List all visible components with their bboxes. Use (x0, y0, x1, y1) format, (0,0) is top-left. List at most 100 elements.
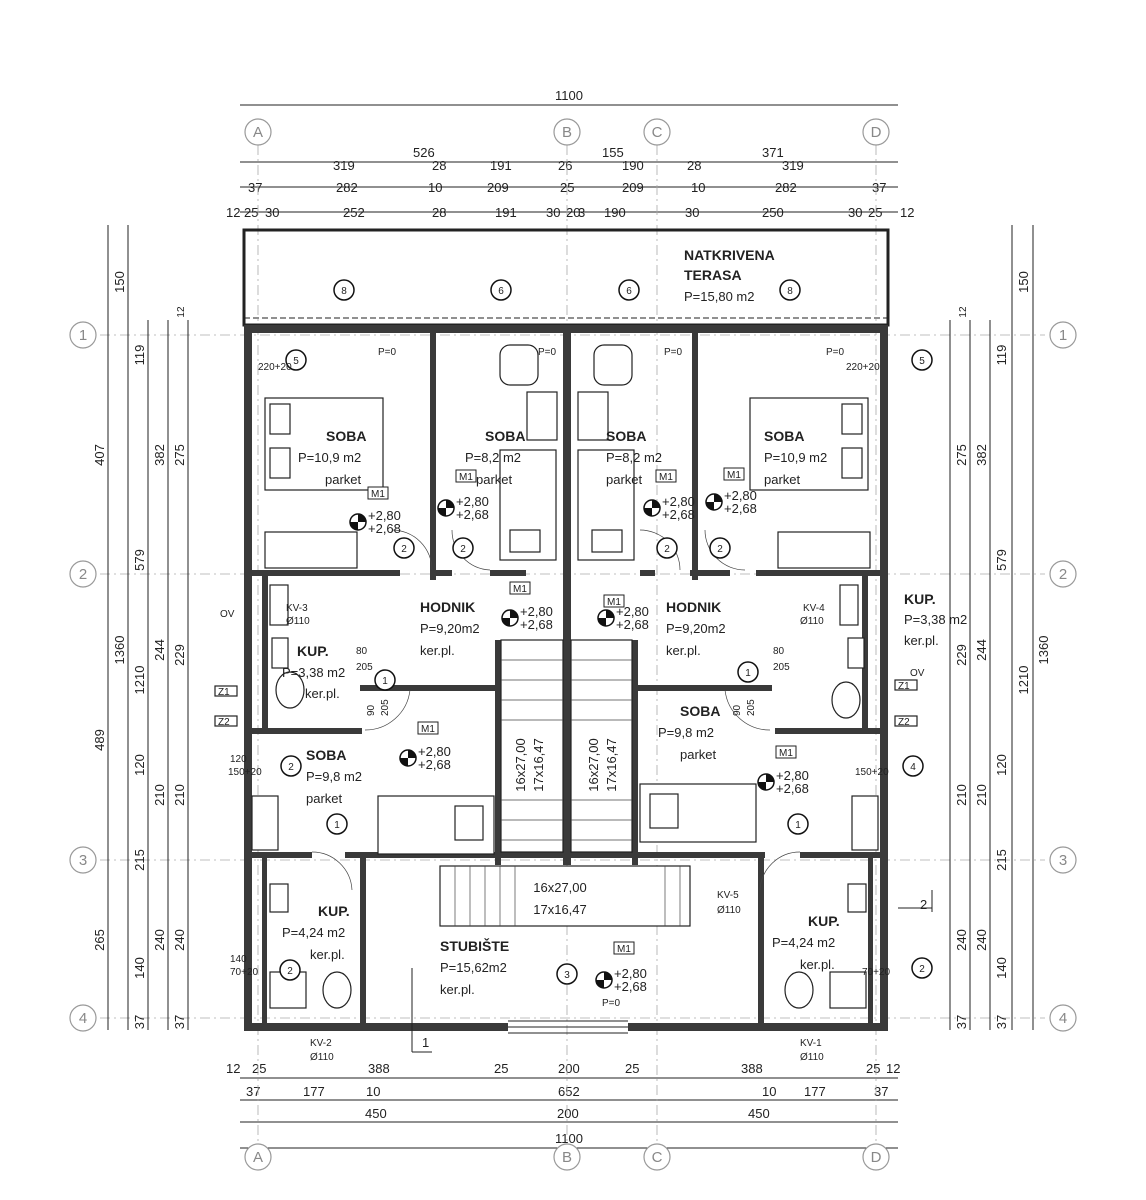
svg-text:2: 2 (79, 566, 87, 583)
dim-b3-1: 450 (365, 1106, 387, 1121)
level-marker: M1+2,80+2,68 (597, 594, 649, 632)
label-bedroom-ne: SOBA P=10,9 m2 parket (764, 428, 827, 487)
svg-text:120: 120 (994, 754, 1009, 776)
dim-b3-3: 450 (748, 1106, 770, 1121)
toilet-bath-e (831, 637, 865, 719)
svg-text:2: 2 (920, 897, 927, 912)
symbol-bubble: 5 (911, 349, 933, 371)
svg-text:P=10,9 m2: P=10,9 m2 (298, 450, 361, 465)
svg-text:B: B (562, 124, 572, 141)
svg-text:80: 80 (356, 646, 368, 657)
axis-4-left: 4 (69, 1004, 97, 1032)
chair-n-right (593, 344, 633, 386)
svg-text:140: 140 (132, 957, 147, 979)
level-marker-height-top: +2,80 (456, 494, 489, 509)
dim-r4-3: 30 (265, 205, 279, 220)
label-bedroom-n-right: SOBA P=8,2 m2 parket (606, 428, 662, 487)
svg-text:120: 120 (132, 754, 147, 776)
symbol-bubble-label: 2 (288, 762, 294, 773)
svg-text:ker.pl.: ker.pl. (800, 957, 835, 972)
svg-text:1210: 1210 (132, 666, 147, 695)
dim-b1-7: 388 (741, 1061, 763, 1076)
level-marker: M1+2,80+2,68 (349, 486, 401, 536)
svg-text:210: 210 (152, 784, 167, 806)
svg-text:407: 407 (92, 444, 107, 466)
svg-text:Ø110: Ø110 (286, 616, 310, 627)
axis-2-left: 2 (69, 560, 97, 588)
symbol-bubble: 2 (656, 537, 678, 559)
level-marker-height-top: +2,80 (418, 744, 451, 759)
svg-text:119: 119 (132, 345, 147, 366)
axis-2-right: 2 (1049, 560, 1077, 588)
level-marker: M1+2,80+2,68 (705, 467, 757, 516)
left-dimensions (107, 225, 189, 1030)
dim-b2-5: 10 (762, 1084, 776, 1099)
level-marker-tag: M1 (617, 944, 631, 955)
svg-text:Ø110: Ø110 (800, 616, 824, 627)
svg-text:ker.pl.: ker.pl. (305, 686, 340, 701)
svg-text:229: 229 (954, 644, 969, 666)
stairs-right-label-2: 17x16,47 (604, 738, 619, 792)
axis-3-right: 3 (1049, 846, 1077, 874)
svg-text:2: 2 (1059, 566, 1067, 583)
svg-text:Z2: Z2 (218, 717, 230, 728)
svg-text:P=0: P=0 (602, 998, 621, 1009)
svg-text:220+20: 220+20 (258, 362, 292, 373)
svg-text:C: C (652, 1149, 663, 1166)
svg-text:SOBA: SOBA (680, 703, 720, 719)
svg-text:A: A (253, 1149, 263, 1166)
label-bathroom-e: KUP. P=3,38 m2 ker.pl. (904, 591, 967, 648)
level-marker-tag: M1 (607, 597, 621, 608)
svg-text:SOBA: SOBA (306, 747, 346, 763)
svg-text:ker.pl.: ker.pl. (420, 643, 455, 658)
bed-bedroom-sw (377, 795, 495, 855)
level-marker: M1+2,80+2,68 (399, 721, 451, 772)
svg-text:Ø110: Ø110 (717, 905, 741, 916)
level-marker-height-top: +2,80 (616, 604, 649, 619)
chair-n-left (499, 344, 539, 386)
symbol-bubble-label: 2 (287, 966, 293, 977)
axis-1-right: 1 (1049, 321, 1077, 349)
svg-text:parket: parket (764, 472, 801, 487)
svg-text:P=4,24 m2: P=4,24 m2 (772, 935, 835, 950)
dim-r4-14: 25 (868, 205, 882, 220)
svg-text:Z2: Z2 (898, 717, 910, 728)
right-dim-labels: 150 1360 1210 119 382 579 244 120 210 21… (954, 271, 1051, 1029)
dim-r3-9: 37 (872, 180, 886, 195)
svg-text:3: 3 (1059, 852, 1067, 869)
tag-z2-right: Z2 (894, 715, 918, 728)
dim-b1-2: 25 (252, 1061, 266, 1076)
svg-text:37: 37 (994, 1015, 1009, 1029)
svg-text:P=15,80 m2: P=15,80 m2 (684, 289, 754, 304)
stairs-bottom-label-1: 16x27,00 (533, 880, 587, 895)
level-marker-height-bottom: +2,68 (724, 501, 757, 516)
dim-r2-5: 190 (622, 158, 644, 173)
axis-d-top: D (862, 118, 890, 146)
svg-text:SOBA: SOBA (326, 428, 366, 444)
tag-z2-left: Z2 (214, 715, 238, 728)
dim-r4-12: 250 (762, 205, 784, 220)
svg-text:12: 12 (176, 306, 187, 318)
dim-r2-7: 319 (782, 158, 804, 173)
svg-text:90: 90 (366, 704, 377, 716)
svg-text:KV-1: KV-1 (800, 1038, 822, 1049)
svg-text:240: 240 (954, 929, 969, 951)
symbol-bubble: 2 (452, 537, 474, 559)
svg-text:240: 240 (974, 929, 989, 951)
svg-text:1: 1 (1059, 327, 1067, 344)
level-marker-tag: M1 (421, 724, 435, 735)
svg-text:OV: OV (910, 668, 925, 679)
dim-b1-4: 25 (494, 1061, 508, 1076)
svg-text:70+20: 70+20 (230, 967, 259, 978)
symbol-bubble: 6 (618, 279, 640, 301)
dim-top-155: 155 (602, 145, 624, 160)
section-mark-2: 2 (898, 890, 933, 912)
svg-text:HODNIK: HODNIK (420, 599, 475, 615)
svg-text:210: 210 (974, 784, 989, 806)
symbol-bubble: 1 (374, 669, 396, 691)
svg-text:parket: parket (476, 472, 513, 487)
dim-b2-4: 652 (558, 1084, 580, 1099)
